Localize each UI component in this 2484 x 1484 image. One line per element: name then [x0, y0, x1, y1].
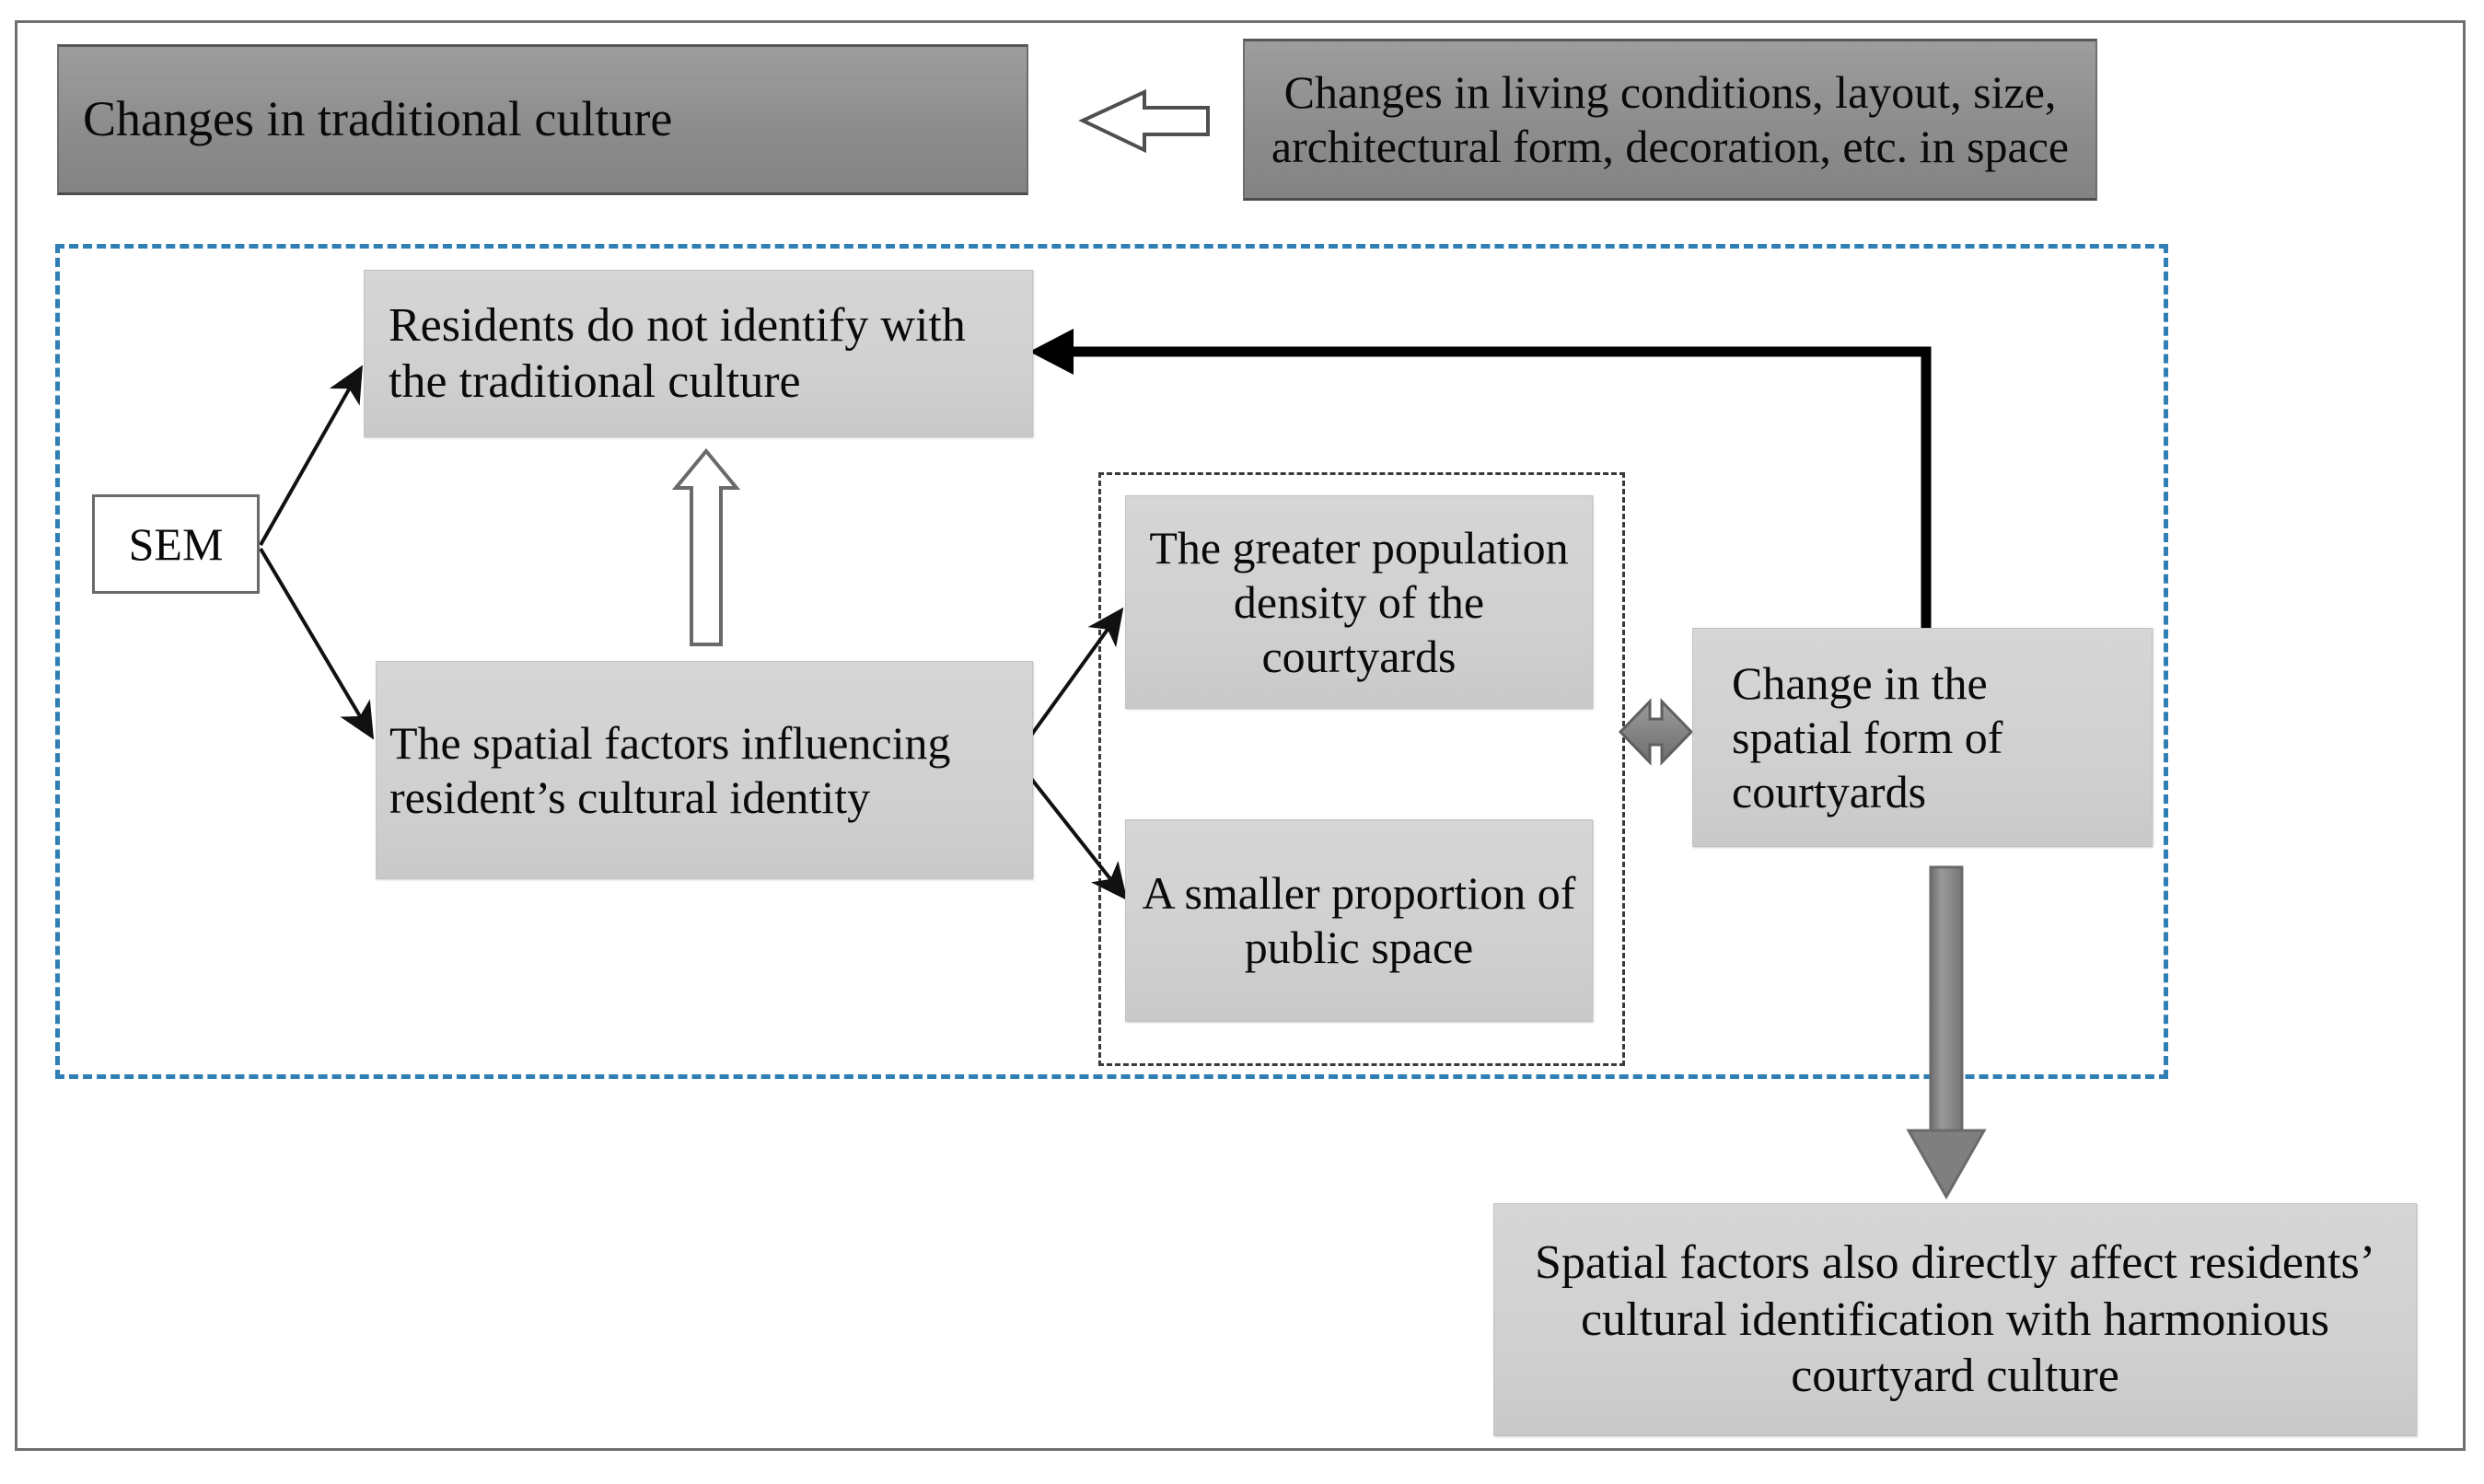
node-spatial-factors-directly-affect-identification: Spatial factors also directly affect res… — [1493, 1203, 2417, 1436]
node-spatial-factors-influencing-identity: The spatial factors influencing resident… — [376, 661, 1033, 879]
node-greater-population-density: The greater population density of the co… — [1125, 495, 1593, 709]
node-residents-label: Residents do not identify with the tradi… — [389, 298, 966, 408]
node-residents-do-not-identify: Residents do not identify with the tradi… — [364, 270, 1033, 437]
node-smaller-proportion-public-space: A smaller proportion of public space — [1125, 819, 1593, 1022]
node-public-space-label: A smaller proportion of public space — [1142, 867, 1576, 973]
header-changes-in-living-conditions: Changes in living conditions, layout, si… — [1243, 39, 2097, 201]
node-bottom-statement-label: Spatial factors also directly affect res… — [1534, 1236, 2376, 1403]
node-population-density-label: The greater population density of the co… — [1149, 521, 1569, 682]
node-sem-label: SEM — [128, 517, 224, 570]
header-traditional-culture-label: Changes in traditional culture — [83, 91, 673, 147]
node-sem: SEM — [92, 494, 260, 594]
node-spatial-form-label: Change in the spatial form of courtyards — [1732, 656, 2003, 817]
node-spatial-factors-label: The spatial factors influencing resident… — [389, 716, 951, 823]
header-living-conditions-label: Changes in living conditions, layout, si… — [1271, 66, 2070, 172]
node-change-in-spatial-form-of-courtyards: Change in the spatial form of courtyards — [1692, 628, 2153, 847]
header-changes-in-traditional-culture: Changes in traditional culture — [57, 44, 1028, 195]
sem-model-group-region — [55, 244, 2168, 1079]
